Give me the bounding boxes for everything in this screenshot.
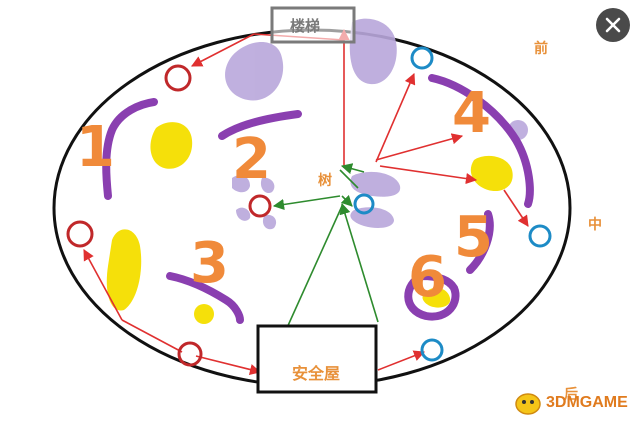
zone-number-4: 4 bbox=[452, 81, 491, 146]
tree-label: 树 bbox=[318, 173, 332, 189]
blue-spawn-markers bbox=[353, 46, 552, 362]
watermark-mascot bbox=[515, 393, 541, 415]
red-arrows bbox=[83, 28, 529, 375]
watermark-text: 3DMGAME bbox=[546, 394, 628, 411]
yellow-regions bbox=[106, 122, 513, 324]
stairs-box bbox=[270, 6, 356, 44]
safehouse-box bbox=[256, 324, 378, 394]
watermark: 3DMGAME bbox=[514, 394, 628, 412]
green-arrows bbox=[272, 163, 379, 331]
stairs-label: 楼梯 bbox=[290, 17, 321, 35]
direction-back: 后 bbox=[564, 387, 578, 403]
blue-marker-top bbox=[410, 46, 434, 70]
red-marker-center bbox=[248, 194, 272, 218]
red-marker-left bbox=[66, 220, 94, 248]
direction-middle: 中 bbox=[588, 217, 602, 233]
zone-number-3: 3 bbox=[190, 231, 229, 296]
zone-number-6: 6 bbox=[408, 245, 447, 310]
red-spawn-markers bbox=[66, 64, 272, 367]
red-marker-top-left bbox=[164, 64, 192, 92]
lilac-regions bbox=[225, 18, 528, 230]
zone-number-5: 5 bbox=[454, 205, 493, 270]
purple-paths bbox=[102, 74, 534, 324]
safehouse-label: 安全屋 bbox=[292, 364, 341, 383]
blue-marker-right bbox=[528, 224, 552, 248]
zone-number-2: 2 bbox=[232, 127, 271, 192]
direction-front: 前 bbox=[534, 41, 548, 57]
close-button[interactable] bbox=[596, 8, 630, 42]
blue-marker-bottom bbox=[420, 338, 444, 362]
red-marker-bottom bbox=[177, 341, 203, 367]
zone-number-1: 1 bbox=[76, 115, 115, 180]
blue-marker-center bbox=[353, 193, 375, 215]
close-icon bbox=[605, 17, 621, 33]
